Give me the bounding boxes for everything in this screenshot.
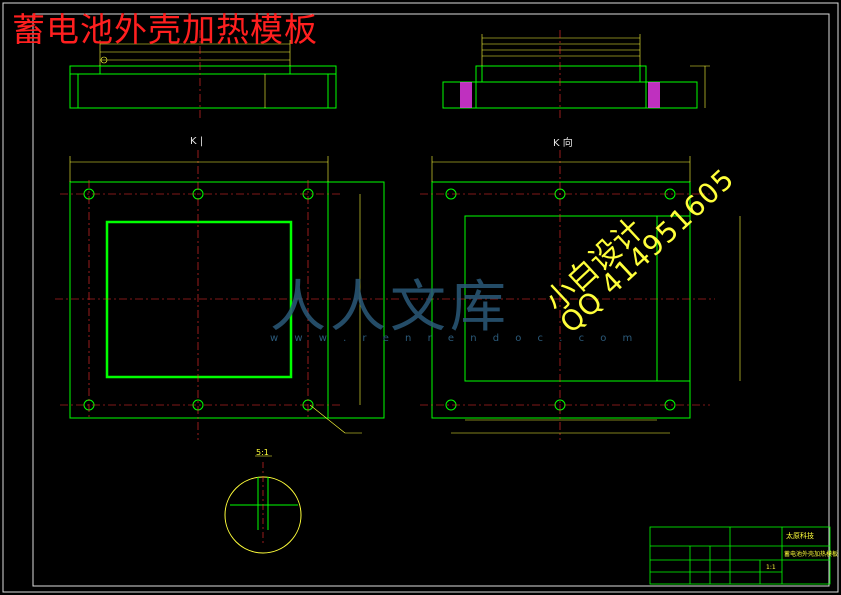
section-view-right bbox=[442, 65, 698, 109]
section-right-dims bbox=[481, 34, 710, 108]
plan-view-left bbox=[69, 181, 385, 419]
title-block-org: 太原科技 bbox=[786, 532, 814, 540]
title-block bbox=[649, 526, 831, 585]
view-label-left: K | bbox=[190, 136, 204, 147]
detail-view bbox=[224, 455, 302, 554]
detail-scale: 5:1 bbox=[256, 448, 269, 457]
heating-window bbox=[105, 220, 293, 379]
section-left-dims bbox=[99, 40, 291, 108]
section-view-left bbox=[69, 65, 337, 109]
watermark-brand: 人人文库 bbox=[270, 275, 510, 340]
plan-view-right bbox=[431, 181, 691, 419]
plan-right-dims bbox=[431, 156, 741, 434]
plan-right-centerlines bbox=[410, 150, 715, 440]
drawing-title: 蓄电池外壳加热模板 bbox=[12, 10, 318, 49]
title-block-name: 蓄电池外壳加热模板 bbox=[784, 551, 839, 558]
view-label-right: K 向 bbox=[553, 138, 573, 149]
title-block-scale: 1:1 bbox=[766, 564, 776, 571]
section-right-hatch bbox=[460, 82, 660, 108]
plan-left-dims bbox=[69, 156, 362, 434]
plan-left-centerlines bbox=[55, 150, 400, 440]
drawing-frame bbox=[32, 13, 830, 587]
watermark-url: w w w . r e n r e n d o c . c o m bbox=[270, 333, 639, 344]
